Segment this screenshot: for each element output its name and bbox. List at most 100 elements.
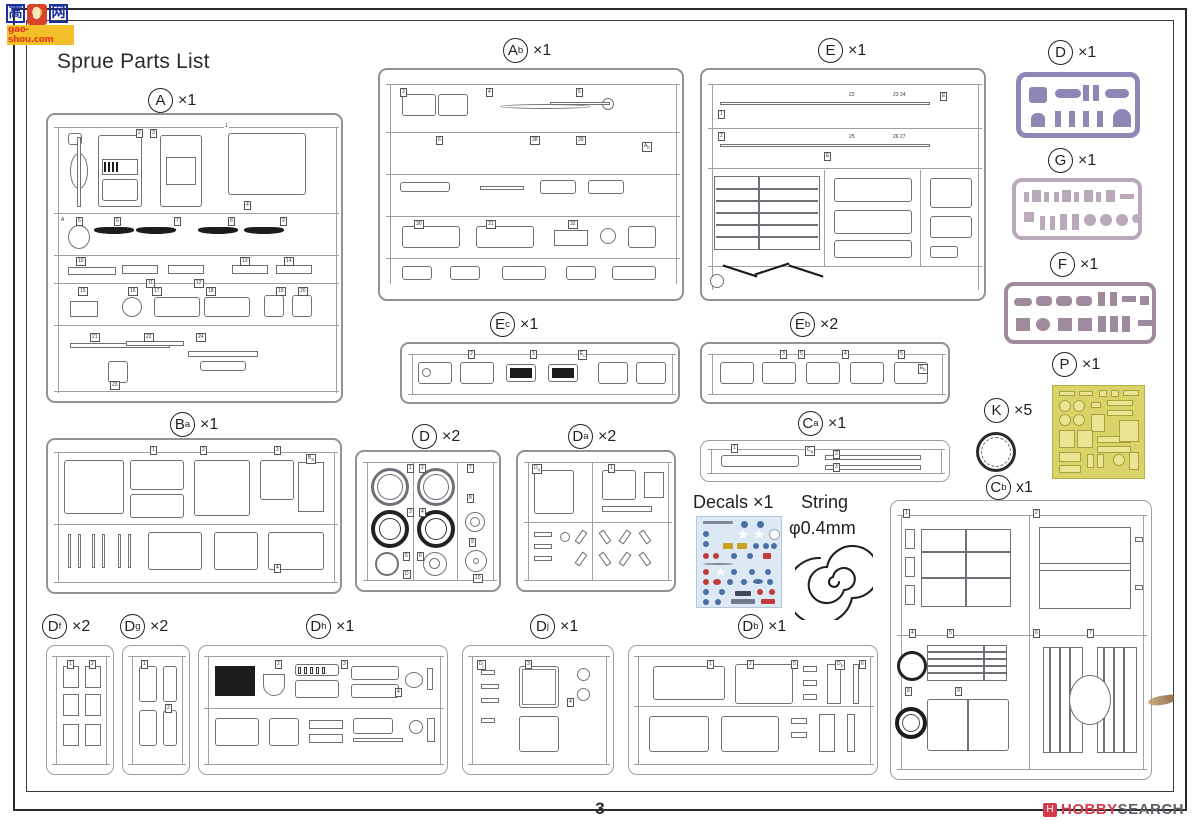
sprue-Db-parts: 1 2 5 Db 6 <box>629 646 877 774</box>
sprue-E-parts: 1 2 22 23 24 25 26 27 E <box>702 70 984 299</box>
sprue-badge-A: A <box>148 88 173 113</box>
sprue-qty-Ba: ×1 <box>200 415 219 433</box>
page-border-inner <box>26 20 1174 792</box>
sprue-qty-E: ×1 <box>848 41 867 59</box>
sprue-Ba-parts: 1 2 3 Ba 4 <box>48 440 340 592</box>
sprue-qty-Da: ×2 <box>598 427 617 445</box>
sprue-Da-parts: Da 1 <box>518 452 674 590</box>
hobbysearch-text-primary: HOBBY <box>1060 801 1118 818</box>
hobbysearch-text: HOBBYSEARCH <box>1061 801 1184 818</box>
sprue-frame-Dg: 1 2 <box>122 645 190 775</box>
gaoshou-glyph-2: 网 <box>49 4 68 23</box>
sprue-frame-Da: Da 1 <box>516 450 676 592</box>
sprue-qty-P: ×1 <box>1082 355 1101 373</box>
gaoshou-url: gao-shou.com <box>7 25 74 45</box>
sprue-G-parts <box>1016 182 1138 236</box>
sprue-Dg-parts: 1 2 <box>123 646 189 774</box>
sprue-Dh-parts: 2 3 4 <box>199 646 447 774</box>
sprue-frame-D1 <box>1016 72 1140 138</box>
sprue-frame-Eb: 3 5 4 5 Eb <box>700 342 950 404</box>
sprue-badge-E: E <box>818 38 843 63</box>
sprue-qty-D2: ×2 <box>442 427 461 445</box>
sprue-qty-Ec: ×1 <box>520 315 539 333</box>
sprue-qty-Ab: ×1 <box>533 41 552 59</box>
part-ring-K <box>976 432 1016 472</box>
decals-label: Decals ×1 <box>693 492 774 512</box>
sprue-qty-Ca: ×1 <box>828 414 847 432</box>
sprue-Ab-parts: 3 4 5 6 38 39 Ab 30 31 32 <box>380 70 682 299</box>
sprue-Ca-parts: 1 Ca 2 3 <box>701 441 949 481</box>
sprue-frame-Cb: 1 2 4 5 6 8 9 7 <box>890 500 1152 780</box>
page-title: Sprue Parts List <box>57 50 210 73</box>
sprue-label-F: F ×1 <box>1050 252 1098 277</box>
sprue-label-E: E ×1 <box>818 38 866 63</box>
gaoshou-glyph-1: 高 <box>6 4 25 23</box>
sprue-label-A: A ×1 <box>148 88 196 113</box>
sprue-frame-F <box>1004 282 1156 344</box>
sprue-badge-P: P <box>1052 352 1077 377</box>
sprue-D2-parts: 1 2 3 4 5 6 7 8 9 10 D <box>357 452 499 590</box>
sprue-D1-parts <box>1021 77 1135 133</box>
sprue-frame-G <box>1012 178 1142 240</box>
sprue-label-D1: D ×1 <box>1048 40 1096 65</box>
sprue-frame-Ba: 1 2 3 Ba 4 <box>46 438 342 594</box>
sprue-label-G: G ×1 <box>1048 148 1096 173</box>
sprue-badge-F: F <box>1050 252 1075 277</box>
sprue-frame-Ab: 3 4 5 6 38 39 Ab 30 31 32 <box>378 68 684 301</box>
sprue-qty-D1: ×1 <box>1078 43 1097 61</box>
sprue-label-D2: D ×2 <box>412 424 460 449</box>
sprue-Cb-parts: 1 2 4 5 6 8 9 7 <box>891 501 1151 779</box>
sprue-Eb-parts: 3 5 4 5 Eb <box>702 344 948 402</box>
photoetch-fret-P <box>1052 385 1145 479</box>
gaoshou-watermark: 高 网 gao-shou.com <box>6 4 74 45</box>
sprue-A-parts: 2 3 1 4 A 5 6 7 8 9 10 11 12 13 <box>48 115 341 401</box>
sprue-qty-Eb: ×2 <box>820 315 839 333</box>
hobbysearch-mark-icon: H <box>1042 802 1057 817</box>
string-label: String <box>801 492 849 512</box>
string-spiral-icon <box>795 545 873 620</box>
sprue-Dj-parts: Dj 3 4 <box>463 646 613 774</box>
sprue-qty-F: ×1 <box>1080 255 1099 273</box>
sprue-Ec-parts: 2 3 Ec <box>402 344 678 402</box>
sprue-frame-Db: 1 2 5 Db 6 <box>628 645 878 775</box>
sprue-qty-K: ×5 <box>1014 401 1033 419</box>
hobbysearch-text-secondary: SEARCH <box>1117 801 1184 818</box>
string-diameter-label: φ0.4mm <box>789 518 856 538</box>
sprue-badge-D2: D <box>412 424 437 449</box>
sprue-qty-Dh: ×1 <box>336 617 355 635</box>
sprue-badge-D1: D <box>1048 40 1073 65</box>
sprue-frame-Df: 1 2 <box>46 645 114 775</box>
sprue-label-P: P ×1 <box>1052 352 1100 377</box>
sprue-Df-parts: 1 2 <box>47 646 113 774</box>
sprue-qty-Df: ×2 <box>72 617 91 635</box>
gaoshou-glyphs: 高 网 <box>6 4 68 25</box>
sprue-frame-A: 2 3 1 4 A 5 6 7 8 9 10 11 12 13 <box>46 113 343 403</box>
sprue-frame-Dj: Dj 3 4 <box>462 645 614 775</box>
decal-sheet <box>696 516 782 608</box>
sprue-badge-K: K <box>984 398 1009 423</box>
sprue-qty-A: ×1 <box>178 91 197 109</box>
sprue-frame-Dh: 2 3 4 <box>198 645 448 775</box>
